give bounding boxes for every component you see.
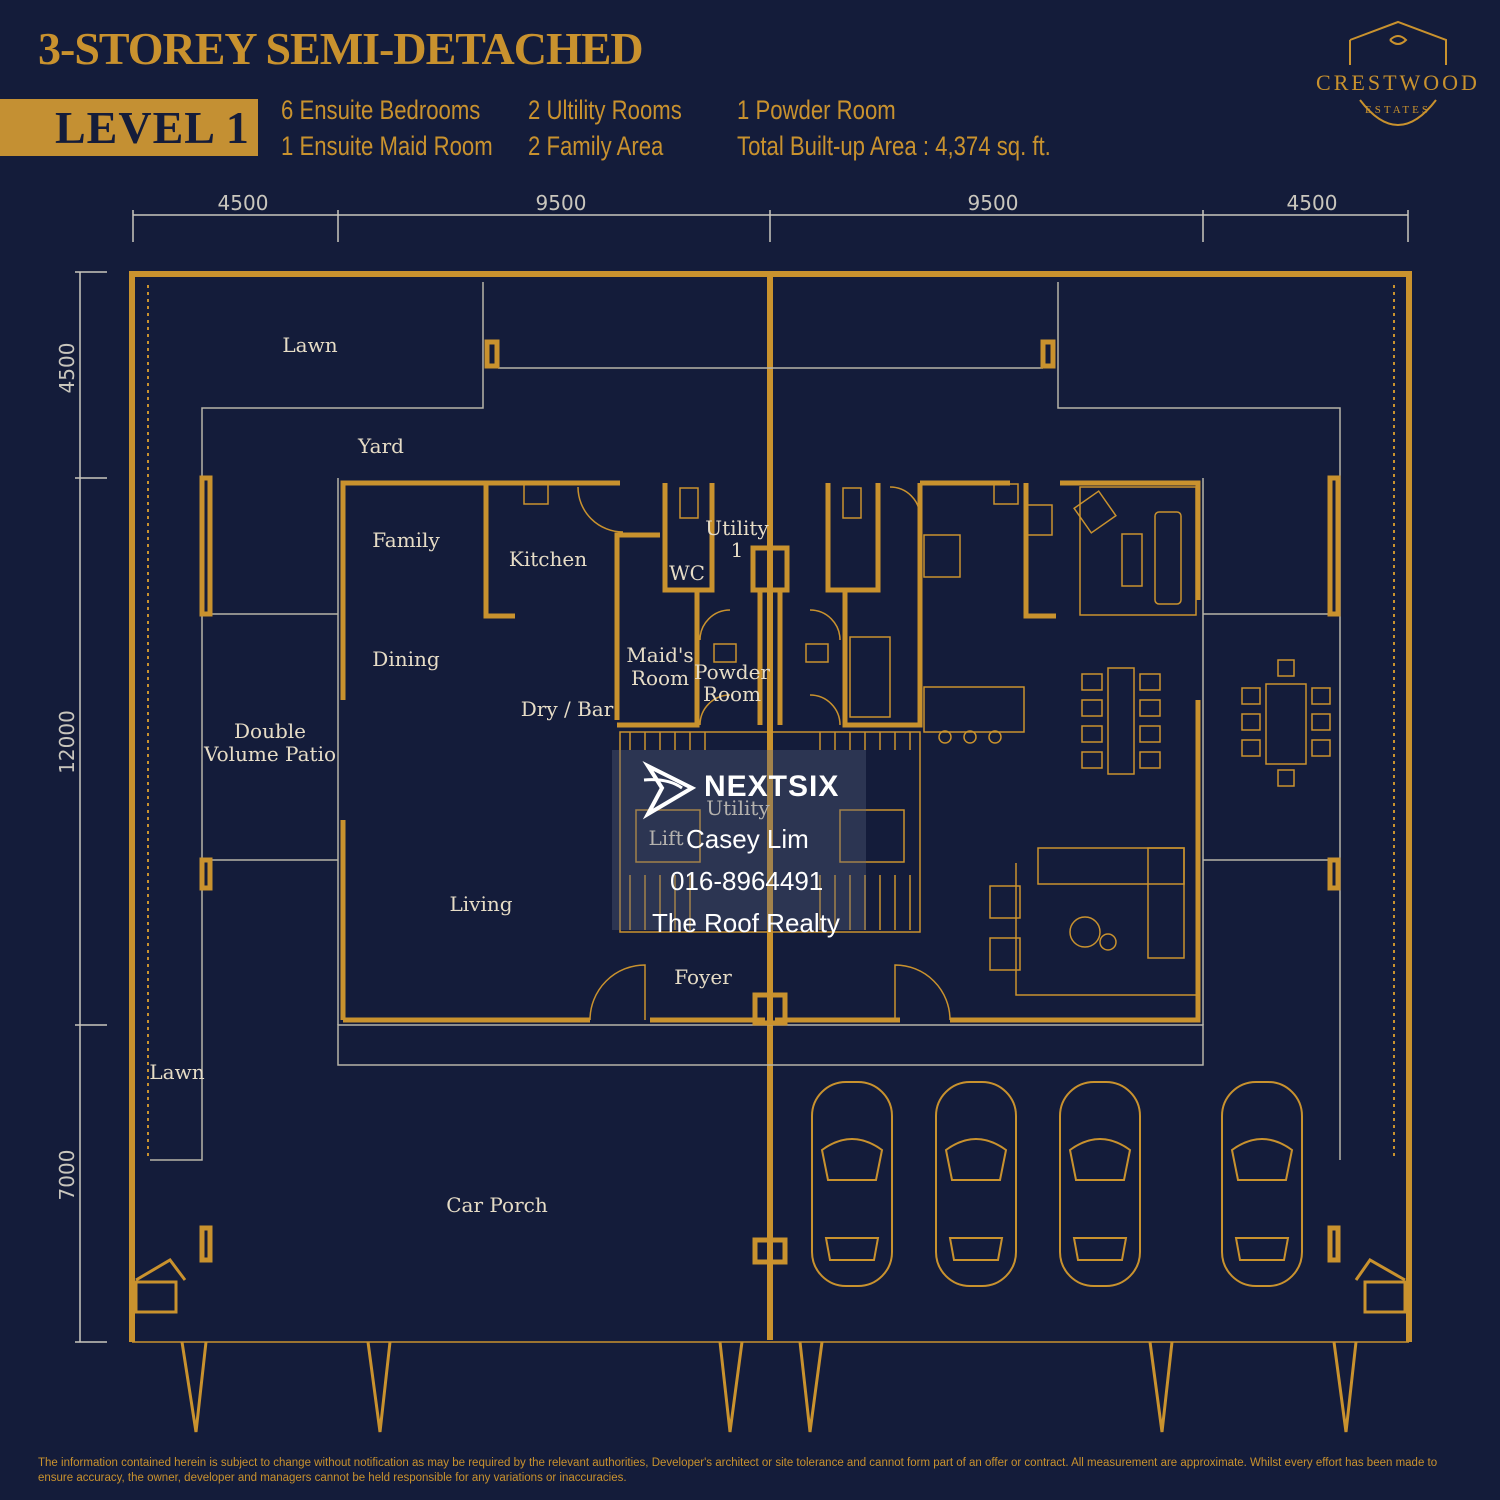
dim-top-1: 4500 bbox=[218, 191, 269, 215]
watermark-agency: The Roof Realty bbox=[652, 908, 840, 938]
spec-family-area: 2 Family Area bbox=[528, 131, 664, 161]
spec-powder-room: 1 Powder Room bbox=[737, 95, 896, 125]
brand-sub: ESTATES bbox=[1365, 104, 1431, 116]
room-patio-line2: Volume Patio bbox=[203, 742, 336, 766]
dim-left-1: 4500 bbox=[55, 343, 79, 394]
page-title: 3-STOREY SEMI-DETACHED bbox=[38, 23, 644, 74]
dimension-lines bbox=[75, 210, 1409, 1343]
room-lawn-side: Lawn bbox=[149, 1060, 204, 1084]
disclaimer-text: The information contained herein is subj… bbox=[38, 1457, 1438, 1484]
room-maids-room-line1: Maid's bbox=[626, 643, 693, 667]
dim-top-3: 9500 bbox=[968, 191, 1019, 215]
watermark-phone: 016-8964491 bbox=[670, 866, 824, 896]
room-lift: Lift bbox=[648, 826, 683, 850]
spec-bedrooms: 6 Ensuite Bedrooms bbox=[281, 95, 481, 125]
level-label: LEVEL 1 bbox=[55, 102, 250, 153]
spec-maid-room: 1 Ensuite Maid Room bbox=[281, 131, 493, 161]
gate-posts bbox=[134, 1258, 1407, 1433]
room-utility-1-num: 1 bbox=[731, 538, 744, 562]
car-icon-2 bbox=[935, 1081, 1017, 1287]
room-dining: Dining bbox=[372, 647, 440, 671]
furniture bbox=[523, 483, 1331, 996]
room-patio-line1: Double bbox=[234, 719, 306, 743]
room-foyer: Foyer bbox=[674, 965, 732, 989]
staircase bbox=[619, 731, 921, 933]
interior-walls bbox=[199, 339, 1341, 1265]
door-swings bbox=[577, 486, 951, 1021]
landscape-outlines bbox=[150, 282, 1341, 1161]
car-icon-3 bbox=[1059, 1081, 1141, 1287]
boundary-walls bbox=[129, 271, 1412, 1343]
level-badge: LEVEL 1 bbox=[0, 99, 258, 156]
watermark-agent-name: Casey Lim bbox=[686, 824, 809, 854]
room-yard: Yard bbox=[357, 434, 404, 458]
spec-built-up-area: Total Built-up Area : 4,374 sq. ft. bbox=[737, 131, 1051, 161]
room-lawn-top: Lawn bbox=[282, 333, 337, 357]
room-dry-bar: Dry / Bar bbox=[521, 697, 614, 721]
brand-name: CRESTWOOD bbox=[1316, 70, 1480, 95]
room-utility-2: Utility bbox=[706, 796, 770, 820]
room-maids-room-line2: Room bbox=[631, 666, 689, 690]
spec-utility-rooms: 2 Ultility Rooms bbox=[528, 95, 682, 125]
car-icons bbox=[811, 1081, 1303, 1287]
room-utility-1: Utility bbox=[705, 516, 769, 540]
room-powder-line1: Powder bbox=[694, 660, 770, 684]
crestwood-logo: CRESTWOOD ESTATES bbox=[1316, 20, 1480, 126]
dim-left-2: 12000 bbox=[55, 710, 79, 774]
room-living: Living bbox=[449, 892, 512, 916]
room-wc: WC bbox=[669, 561, 705, 585]
room-car-porch: Car Porch bbox=[446, 1193, 548, 1217]
room-family: Family bbox=[372, 528, 440, 552]
dim-top-4: 4500 bbox=[1287, 191, 1338, 215]
car-icon-4 bbox=[1221, 1081, 1303, 1287]
nextsix-logo-icon bbox=[642, 760, 697, 820]
watermark-logo-text: NEXTSIX bbox=[704, 770, 840, 803]
dim-left-3: 7000 bbox=[55, 1150, 79, 1201]
room-kitchen: Kitchen bbox=[509, 547, 587, 571]
room-powder-line2: Room bbox=[703, 682, 761, 706]
car-icon-1 bbox=[811, 1081, 893, 1287]
dim-top-2: 9500 bbox=[536, 191, 587, 215]
